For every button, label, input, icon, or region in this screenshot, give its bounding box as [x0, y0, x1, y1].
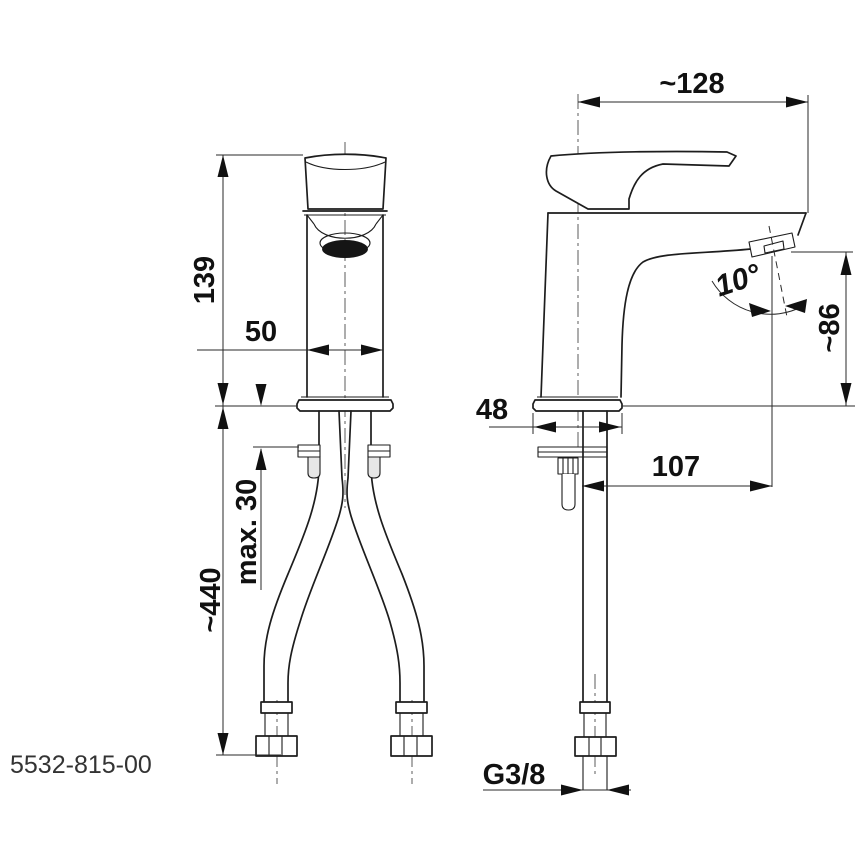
side-collar	[579, 701, 611, 714]
side-handle	[545, 150, 737, 210]
side-nut-facets	[588, 737, 602, 756]
front-left-tab	[307, 456, 321, 479]
front-right-tube	[399, 713, 424, 736]
dim-base-depth-label: 48	[476, 394, 508, 426]
dim-outlet-height-label: ~86	[814, 303, 846, 352]
front-left-nut	[255, 735, 298, 757]
dimension-lines	[197, 95, 855, 791]
front-hose-left-outer	[263, 410, 320, 703]
dimension-labels: ~128 139 50 max. 30 ~440 48 107 10° ~86 …	[10, 68, 846, 791]
front-mouth-right	[375, 214, 384, 225]
front-left-collar	[260, 701, 293, 714]
dim-max-deck-thickness-label: max. 30	[231, 479, 263, 585]
side-aerator-inner	[763, 240, 785, 254]
side-aerator	[748, 232, 796, 258]
front-view	[255, 153, 433, 757]
side-stud-rod	[561, 474, 576, 511]
front-left-tube	[264, 713, 289, 736]
part-number: 5532-815-00	[10, 751, 152, 779]
dim-body-height-label: 139	[189, 256, 221, 304]
side-stud-thread-lines	[562, 458, 574, 474]
front-hose-right-inner	[346, 410, 401, 703]
front-hose-left-inner	[287, 410, 344, 703]
front-bowl	[313, 223, 377, 239]
front-deck-plate	[296, 399, 394, 412]
side-deck-plate	[532, 399, 623, 412]
side-nut	[574, 736, 617, 757]
dim-spout-reach-label: 107	[652, 451, 700, 483]
front-right-nut	[390, 735, 433, 757]
front-handle-curve	[305, 161, 386, 171]
dim-overall-width-label: ~128	[659, 68, 724, 100]
dim-spout-angle-label: 10°	[711, 258, 765, 304]
side-right-slant	[797, 212, 807, 236]
dim-thread-label: G3/8	[483, 759, 546, 791]
side-hose-end	[582, 756, 608, 790]
dimension-arrows	[217, 96, 852, 796]
spout-axis-dashed	[768, 225, 788, 318]
front-aerator-dark	[322, 240, 368, 258]
dim-body-width-label: 50	[245, 316, 277, 348]
side-spout-curve	[620, 248, 752, 398]
side-hose	[582, 410, 608, 703]
front-right-tab	[367, 456, 381, 479]
dim-hose-length-label: ~440	[195, 567, 227, 632]
front-handle	[304, 153, 387, 210]
front-hose-right-outer	[370, 410, 425, 703]
side-tube	[583, 713, 607, 737]
side-view	[532, 150, 807, 790]
side-body-left	[540, 212, 549, 398]
front-left-nut-facets	[268, 736, 283, 756]
front-right-collar	[395, 701, 428, 714]
front-mouth-left	[306, 214, 315, 225]
front-right-nut-facets	[403, 736, 418, 756]
